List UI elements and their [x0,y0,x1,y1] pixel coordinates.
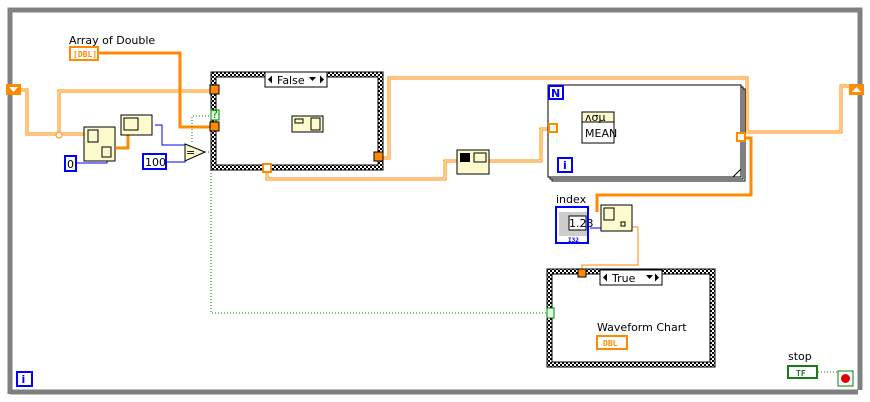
svg-text:?: ? [212,108,218,121]
dropdown-icon [646,275,653,279]
index-label: index [556,193,587,206]
dropdown-icon [309,77,316,81]
for-count-terminal: N [548,85,564,100]
equal-node[interactable]: = [184,143,207,162]
tunnel [736,132,746,142]
svg-text:=: = [186,146,195,159]
svg-text:i: i [22,373,26,386]
stop-label: stop [788,350,812,363]
shift-register-right[interactable] [849,84,864,95]
array-of-double-label: Array of Double [69,34,155,47]
tunnel [577,268,587,278]
svg-text:DBL: DBL [603,339,618,348]
case-selector-true[interactable]: True [599,269,663,286]
index-array-node[interactable] [600,204,633,232]
waveform-chart-indicator[interactable]: DBL [596,335,628,350]
svg-text:ʌσμ: ʌσμ [585,111,605,124]
array-of-double-control[interactable]: [DBL] [69,46,99,61]
svg-text:False: False [277,74,305,87]
stop-control[interactable]: TF [787,365,818,379]
svg-text:i: i [563,159,567,172]
for-loop[interactable] [547,84,746,182]
tunnel [373,151,384,162]
tunnel [548,123,558,133]
svg-text:100: 100 [145,156,166,169]
mean-node[interactable]: ʌσμ MEAN [581,111,617,144]
svg-text:[DBL]: [DBL] [73,50,97,59]
while-iteration-terminal: i [16,371,33,387]
case-selector-false[interactable]: False [264,71,328,88]
svg-text:MEAN: MEAN [585,127,617,140]
initialize-array-node[interactable] [83,126,116,162]
for-iteration-terminal: i [557,157,573,173]
svg-text:1.23: 1.23 [569,217,594,230]
svg-text:True: True [611,272,636,285]
svg-text:N: N [551,87,560,100]
tunnel [209,121,220,132]
svg-text:TF: TF [796,369,806,378]
array-size-node[interactable] [120,114,153,136]
tunnel [262,163,272,173]
loop-condition-stop-icon[interactable] [837,370,854,387]
case-selector-terminal[interactable]: ? [210,108,220,121]
waveform-chart-label: Waveform Chart [597,321,687,334]
case-selector-terminal[interactable] [546,307,555,319]
constant-100[interactable]: 100 [142,153,167,170]
svg-text:I32: I32 [568,237,579,244]
transpose-array-node[interactable] [456,149,490,175]
shift-register-left[interactable] [6,84,21,95]
index-control[interactable]: 1.23 I32 [555,206,594,244]
constant-zero[interactable]: 0 [64,155,77,172]
build-array-node[interactable] [291,115,324,133]
while-loop[interactable] [7,7,863,395]
tunnel [209,84,220,95]
svg-text:0: 0 [67,158,74,171]
